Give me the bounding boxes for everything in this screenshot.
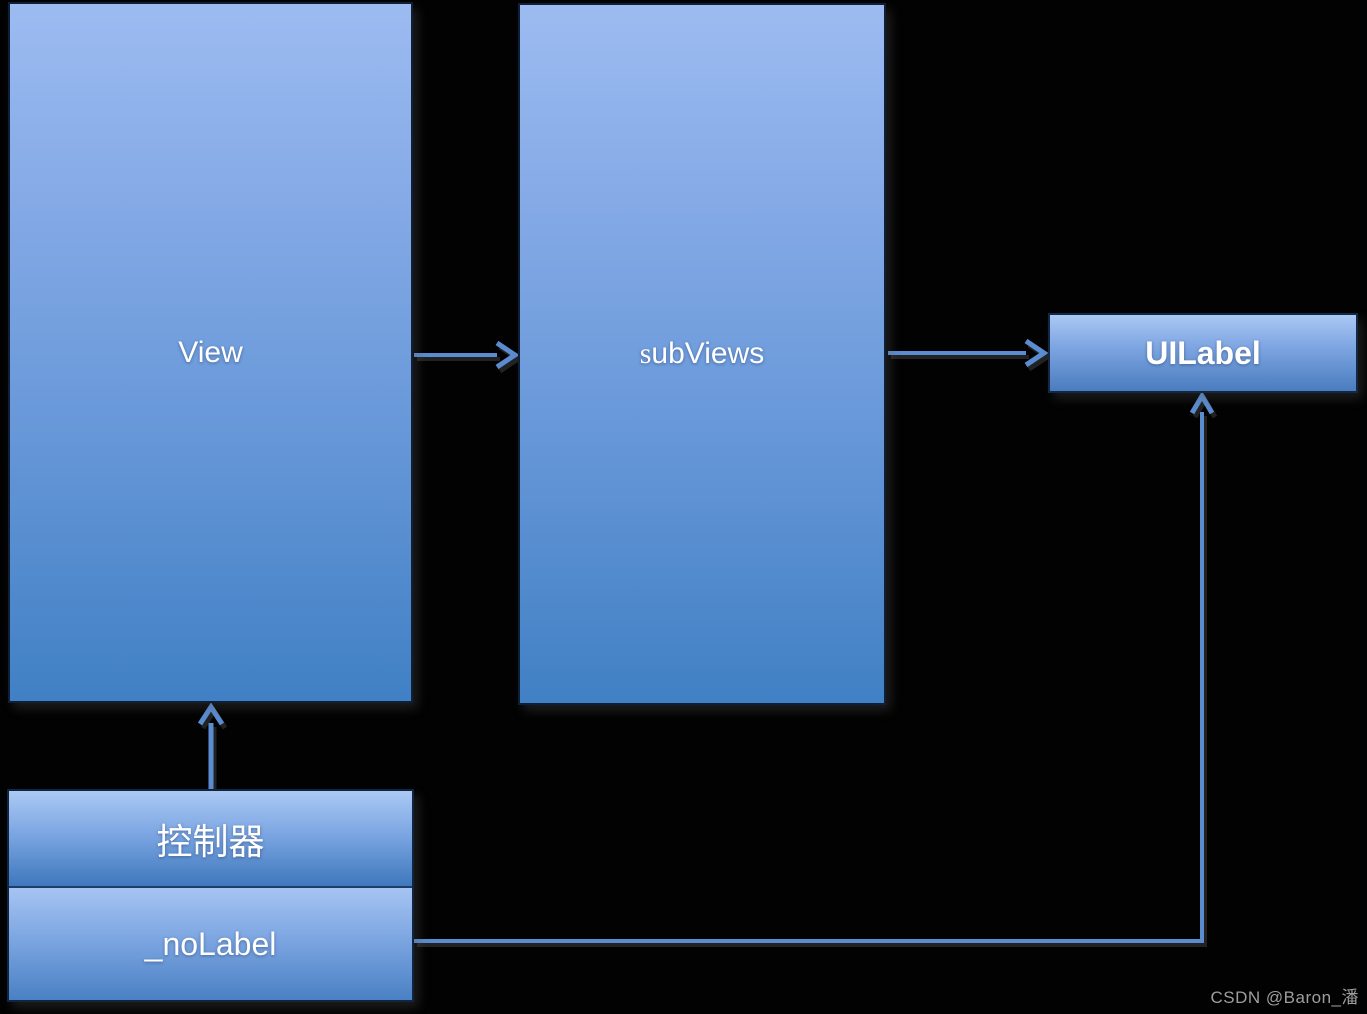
node-uilabel-label: UILabel xyxy=(1145,334,1261,371)
node-controller-label: 控制器 xyxy=(156,820,265,862)
node-subviews: subViews xyxy=(518,3,886,705)
node-subviews-label-rest: ubViews xyxy=(651,337,765,370)
arrow-view-to-subviews xyxy=(414,340,520,370)
node-view: View xyxy=(8,2,413,703)
node-nolabel-label: _noLabel xyxy=(144,925,277,962)
node-uilabel: UILabel xyxy=(1048,313,1358,393)
node-subviews-label: subViews xyxy=(640,337,765,371)
arrow-subviews-to-uilabel xyxy=(888,338,1049,368)
arrow-controller-to-view xyxy=(197,702,225,789)
watermark: CSDN @Baron_潘 xyxy=(1210,988,1359,1007)
node-view-label: View xyxy=(178,335,243,369)
node-controller: 控制器 xyxy=(9,791,412,888)
node-controller-group: 控制器 _noLabel xyxy=(7,789,414,1002)
node-subviews-label-prefix: s xyxy=(639,337,652,370)
node-nolabel: _noLabel xyxy=(9,888,412,1000)
